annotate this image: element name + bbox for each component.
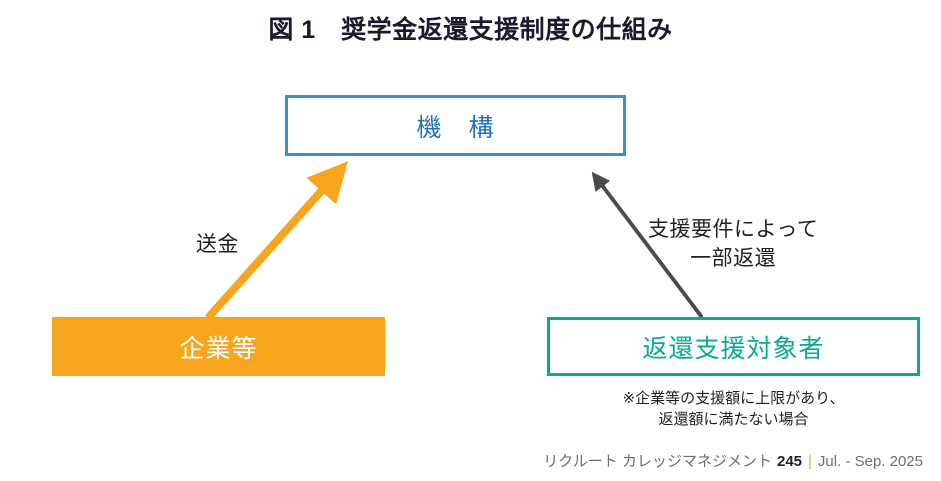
node-company-label: 企業等 <box>179 334 258 363</box>
colophon-magazine-name: リクルート カレッジマネジメント <box>543 453 772 470</box>
node-agency: 機 構 <box>285 95 626 156</box>
footnote: ※企業等の支援額に上限があり、 返還額に満たない場合 <box>622 390 845 428</box>
remittance-label: 送金 <box>196 233 239 256</box>
colophon-separator: | <box>808 453 812 470</box>
partial-repayment-label: 支援要件によって 一部返還 <box>648 218 819 270</box>
colophon-issue-number: 245 <box>776 453 803 470</box>
colophon-issue-date: Jul. - Sep. 2025 <box>817 453 923 470</box>
node-recipient: 返還支援対象者 <box>547 317 920 376</box>
node-recipient-label: 返還支援対象者 <box>642 334 825 363</box>
colophon: リクルート カレッジマネジメント 245 | Jul. - Sep. 2025 <box>543 450 923 471</box>
figure-title: 図 1 奨学金返還支援制度の仕組み <box>268 16 673 44</box>
node-agency-label: 機 構 <box>416 113 495 142</box>
node-company: 企業等 <box>52 317 385 376</box>
